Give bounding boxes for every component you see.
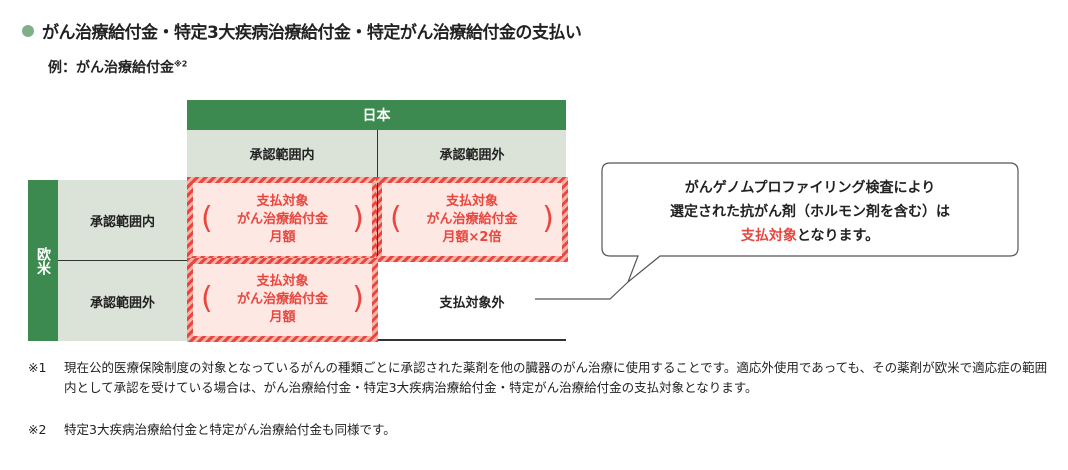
subtitle-text: 例：がん治療給付金 [48, 60, 174, 76]
section-title: がん治療給付金・特定3大疾病治療給付金・特定がん治療給付金の支払い [22, 18, 582, 43]
title-text: がん治療給付金・特定3大疾病治療給付金・特定がん治療給付金の支払い [42, 23, 582, 43]
divider [378, 339, 566, 341]
col-header-approved: 承認範囲内 [187, 130, 377, 177]
cell-covered-1: (支払対象がん治療給付金月額) [187, 177, 378, 262]
western-header: 欧米 [28, 180, 58, 341]
bullet-icon [22, 25, 34, 37]
col-header-unapproved: 承認範囲外 [378, 130, 566, 177]
divider [58, 260, 188, 261]
row-header-approved: 承認範囲内 [58, 180, 187, 260]
cell-covered-3: (支払対象がん治療給付金月額) [187, 258, 378, 342]
japan-header: 日本 [187, 100, 566, 130]
subtitle: 例：がん治療給付金※2 [48, 57, 187, 77]
cell-covered-2: (支払対象がん治療給付金月額×2倍) [376, 177, 568, 262]
row-header-unapproved: 承認範囲外 [58, 261, 187, 341]
divider [377, 183, 378, 256]
callout-text: がんゲノムプロファイリング検査により選定された抗がん剤（ホルモン剤を含む）は 支… [670, 180, 950, 244]
cell-not-covered: 支払対象外 [439, 295, 505, 311]
subtitle-note: ※2 [174, 59, 188, 69]
